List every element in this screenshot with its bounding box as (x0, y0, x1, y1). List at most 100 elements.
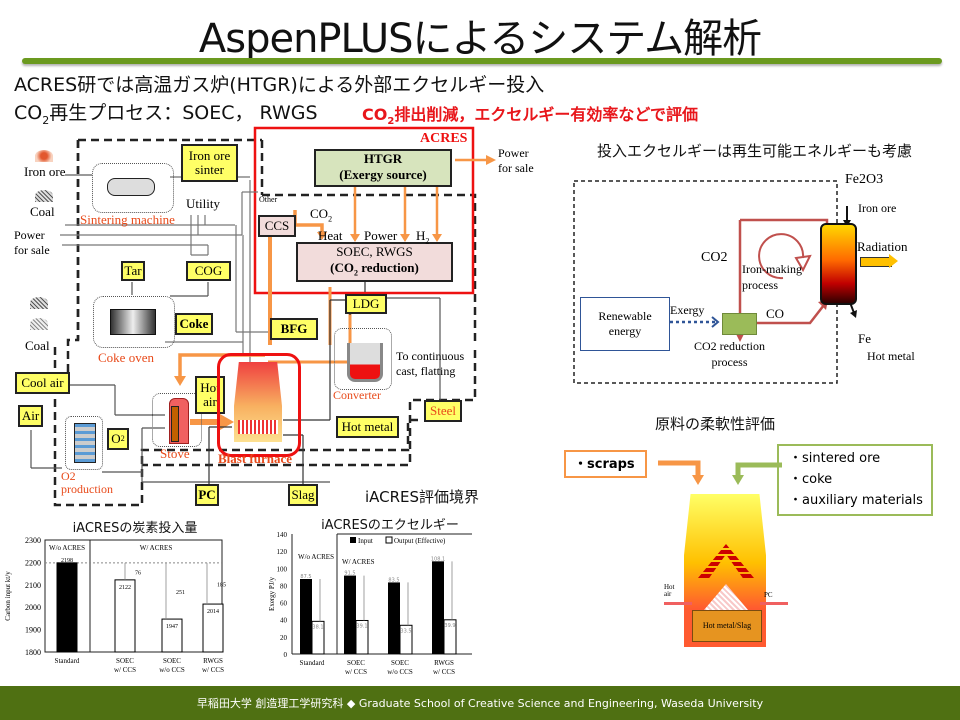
y-axis-label: Carbon input kt/y (4, 571, 12, 621)
highlight-co2: CO (362, 105, 388, 124)
reduction-label: 76 (135, 570, 141, 576)
o2-production-unit (65, 416, 103, 470)
y-tick-label: 1900 (25, 626, 41, 635)
y-tick-label: 2100 (25, 581, 41, 590)
x-tick-label: SOEC (163, 657, 181, 665)
feed-arrows (658, 460, 782, 485)
t: sinter (195, 162, 224, 177)
iacres-boundary-label: iACRES評価境界 (365, 488, 480, 506)
stove-label: Stove (160, 446, 190, 461)
coal-pile-icon (30, 297, 48, 309)
stove-unit (152, 393, 202, 447)
converter-icon (347, 343, 383, 382)
x-tick-label: w/ CCS (345, 668, 367, 676)
label: Power (498, 146, 529, 160)
reduction-label: 251 (176, 590, 185, 596)
t: CO2 reduction (694, 339, 765, 353)
coke-oven-label: Coke oven (98, 350, 154, 365)
coal-pile-icon (35, 190, 53, 202)
o2-column-icon (74, 423, 96, 463)
renewable-heading: 投入エクセルギーは再生可能エネルギーも考慮 (597, 142, 913, 160)
raw-materials-box: ・sintered ore ・coke ・auxiliary materials (777, 444, 933, 516)
radiation-arrowhead (889, 254, 898, 268)
cog-box: COG (186, 261, 231, 281)
x-tick-label: w/o CCS (159, 666, 185, 674)
coke-box: Coke (175, 313, 213, 335)
legend-label: Output (Effective) (394, 537, 446, 545)
hot-metal-label-right: Hot metal (867, 349, 915, 363)
iron-making-process-label: Iron-making process (742, 262, 802, 293)
bar-input (388, 582, 400, 654)
boundary-right (142, 193, 477, 467)
highlight-co2-sub: 2 (387, 116, 395, 128)
legend-label: Input (358, 537, 373, 545)
bar-value-label: 39.9 (444, 623, 455, 629)
x-tick-label: Standard (55, 657, 80, 665)
t: O (111, 431, 121, 447)
bar (114, 579, 136, 653)
bar-input (432, 561, 444, 654)
t: energy (608, 324, 642, 338)
y-tick-label: 140 (277, 531, 288, 539)
air-box: Air (18, 405, 43, 427)
bar (202, 603, 224, 653)
bar-value-label: 33.5 (400, 628, 411, 634)
hot-air-box: Hot air (195, 376, 225, 414)
t: Iron ore (188, 148, 231, 164)
tar-box: Tar (121, 261, 145, 281)
bfg-box: BFG (270, 318, 318, 340)
tuyere-right (760, 602, 788, 605)
htgr-subtitle: (Exergy source) (339, 167, 427, 182)
t: 2 (120, 433, 125, 443)
t: 2 (354, 268, 359, 278)
fe-label: Fe (858, 331, 871, 346)
coal-pile-icon (30, 318, 48, 330)
iron-ore-label-right: Iron ore (858, 201, 897, 215)
hot-metal-box: Hot metal (336, 416, 399, 438)
raw-material-item: ・auxiliary materials (789, 493, 923, 508)
y-tick-label: 2300 (25, 536, 41, 545)
t: air (664, 590, 672, 598)
co2-reduction-process-box (722, 313, 757, 335)
bar-value-label: 87.5 (300, 574, 311, 580)
bar (161, 618, 183, 653)
co2-label: CO2 (310, 206, 332, 224)
power-label: Power (364, 228, 398, 243)
acres-boundary (253, 126, 475, 295)
power-for-sale-right: Power for sale (498, 146, 534, 176)
y-tick-label: 80 (280, 582, 288, 590)
bar-value-label: 39.1 (356, 623, 367, 629)
bar-output (355, 619, 369, 655)
y-tick-label: 2200 (25, 558, 41, 567)
subtitle-line-1: ACRES研では高温ガス炉(HTGR)による外部エクセルギー投入 (14, 74, 545, 96)
bar-input (344, 575, 356, 654)
exergy-chart-title: iACRESのエクセルギー (321, 518, 459, 533)
iron-ore-sinter-box: Iron ore sinter (181, 144, 238, 182)
group-label: W/o ACRES (49, 544, 85, 552)
exergy-label: Exergy (670, 303, 705, 317)
sintering-machine-unit (92, 163, 174, 213)
subtitle-line-2: CO2再生プロセス：SOEC， RWGS (14, 98, 318, 127)
slide-title: AspenPLUSによるシステム解析 (198, 16, 762, 62)
o2-production-label: O2 production (61, 469, 113, 496)
carbon-chart-title: iACRESの炭素投入量 (72, 521, 198, 536)
co2-subscript: 2 (42, 113, 50, 127)
blast-furnace-unit (217, 353, 301, 457)
bar-value-label: 2198 (61, 558, 73, 564)
ldg-box: LDG (345, 294, 387, 314)
acres-label: ACRES (420, 131, 468, 146)
evaluation-highlight: CO2排出削減，エクセルギー有効率などで評価 (362, 101, 698, 127)
t: Hot (664, 583, 675, 591)
group-label: W/o ACRES (298, 553, 334, 561)
t: for sale (14, 243, 50, 257)
radiation-label: Radiation (857, 239, 908, 254)
bar-output (399, 624, 413, 655)
x-tick-label: w/ CCS (202, 666, 224, 674)
t: To continuous (396, 349, 465, 363)
x-tick-label: w/ CCS (433, 668, 455, 676)
bar-value-label: 2122 (119, 585, 131, 591)
recycle-arrow-icon (758, 233, 805, 280)
y-tick-label: 2000 (25, 603, 41, 612)
